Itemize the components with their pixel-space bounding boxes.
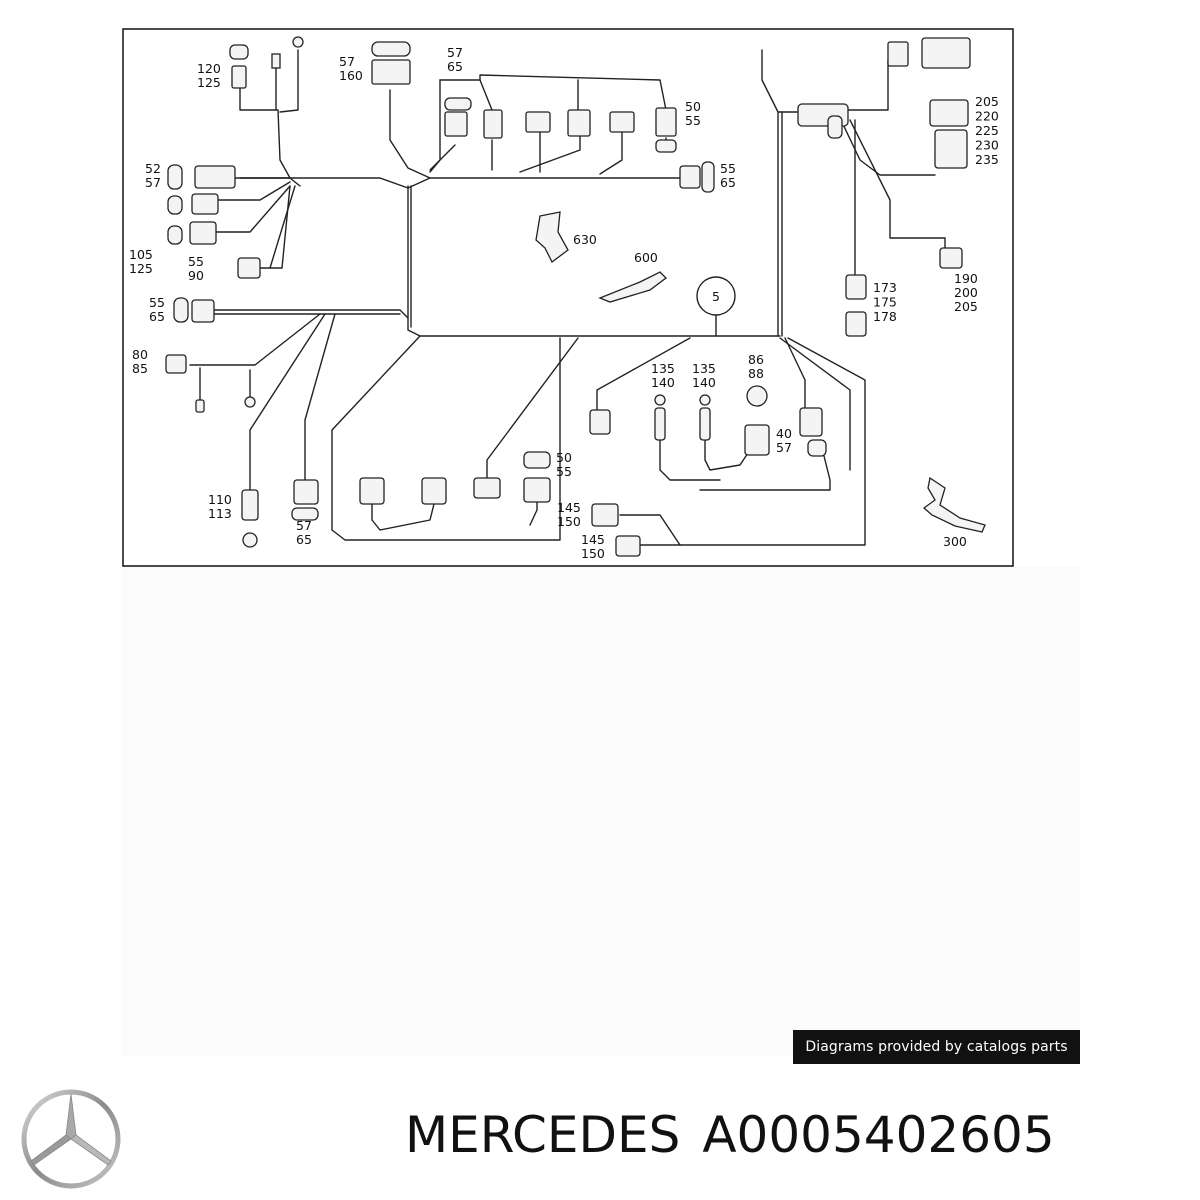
part-number-label: 110 bbox=[208, 492, 232, 507]
part-number-label: 200 bbox=[954, 285, 978, 300]
brand-name: MERCEDES bbox=[405, 1106, 681, 1164]
part-number-label: 190 bbox=[954, 271, 978, 286]
part-number-label: 86 bbox=[748, 352, 764, 367]
part-number-label: 50 bbox=[685, 99, 701, 114]
part-number: A0005402605 bbox=[702, 1106, 1055, 1164]
part-number-label: 140 bbox=[692, 375, 716, 390]
part-number-label: 55 bbox=[685, 113, 701, 128]
part-number-label: 120 bbox=[197, 61, 221, 76]
part-number-label: 80 bbox=[132, 347, 148, 362]
part-number-label: 235 bbox=[975, 152, 999, 167]
part-number-label: 90 bbox=[188, 268, 204, 283]
part-number-label: 125 bbox=[129, 261, 153, 276]
part-number-label: 300 bbox=[943, 534, 967, 549]
part-number-label: 205 bbox=[954, 299, 978, 314]
part-number-label: 65 bbox=[149, 309, 165, 324]
part-number-label: 630 bbox=[573, 232, 597, 247]
part-number-label: 160 bbox=[339, 68, 363, 83]
part-number-label: 57 bbox=[145, 175, 161, 190]
part-number-label: 85 bbox=[132, 361, 148, 376]
part-number-label: 55 bbox=[149, 295, 165, 310]
part-number-label: 50 bbox=[556, 450, 572, 465]
part-number-label: 145 bbox=[557, 500, 581, 515]
part-number-label: 57 bbox=[339, 54, 355, 69]
label-5: 5 bbox=[712, 289, 720, 304]
label-300: 300 bbox=[943, 534, 967, 549]
mercedes-star-icon bbox=[21, 1089, 121, 1189]
part-number-label: 150 bbox=[557, 514, 581, 529]
part-number-label: 57 bbox=[776, 440, 792, 455]
label-630: 630 bbox=[573, 232, 597, 247]
part-number-label: 140 bbox=[651, 375, 675, 390]
part-number-label: 40 bbox=[776, 426, 792, 441]
part-number-label: 52 bbox=[145, 161, 161, 176]
part-number-label: 230 bbox=[975, 138, 999, 153]
part-number-label: 135 bbox=[692, 361, 716, 376]
part-number-label: 600 bbox=[634, 250, 658, 265]
part-number-label: 135 bbox=[651, 361, 675, 376]
part-number-label: 5 bbox=[712, 289, 720, 304]
part-number-label: 57 bbox=[447, 45, 463, 60]
part-number-label: 113 bbox=[208, 506, 232, 521]
part-title: MERCEDES A0005402605 bbox=[405, 1106, 1077, 1164]
diagram-background bbox=[122, 566, 1080, 1056]
diagram-credit-caption: Diagrams provided by catalogs parts bbox=[793, 1030, 1080, 1064]
part-number-label: 145 bbox=[581, 532, 605, 547]
part-number-label: 65 bbox=[296, 532, 312, 547]
part-number-label: 150 bbox=[581, 546, 605, 561]
part-number-label: 55 bbox=[720, 161, 736, 176]
part-number-label: 220 bbox=[975, 109, 999, 124]
part-number-label: 173 bbox=[873, 280, 897, 295]
part-number-label: 225 bbox=[975, 123, 999, 138]
part-number-label: 205 bbox=[975, 94, 999, 109]
part-number-label: 65 bbox=[720, 175, 736, 190]
harness-wires bbox=[189, 49, 956, 546]
part-number-label: 88 bbox=[748, 366, 764, 381]
connector-parts bbox=[165, 36, 986, 557]
part-number-label: 55 bbox=[556, 464, 572, 479]
part-number-label: 57 bbox=[296, 518, 312, 533]
part-number-label: 105 bbox=[129, 247, 153, 262]
label-600: 600 bbox=[634, 250, 658, 265]
part-number-label: 125 bbox=[197, 75, 221, 90]
part-number-label: 178 bbox=[873, 309, 897, 324]
part-number-label: 55 bbox=[188, 254, 204, 269]
part-number-label: 175 bbox=[873, 295, 897, 310]
part-number-label: 65 bbox=[447, 59, 463, 74]
